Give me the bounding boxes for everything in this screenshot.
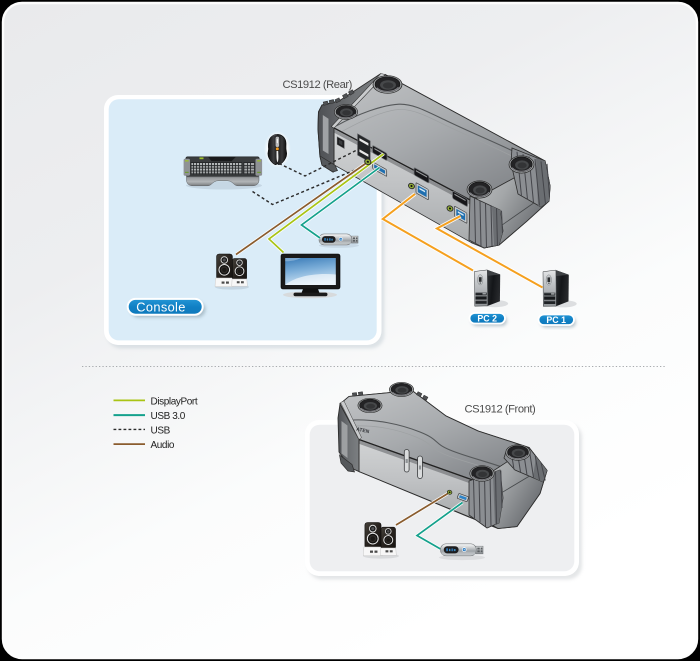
svg-text:DisplayPort: DisplayPort	[151, 397, 198, 408]
svg-text:Audio: Audio	[151, 440, 175, 451]
svg-text:USB 3.0: USB 3.0	[151, 411, 186, 422]
svg-text:USB: USB	[151, 426, 171, 437]
svg-text:ATEN: ATEN	[356, 427, 371, 436]
svg-text:CS1912 (Front): CS1912 (Front)	[465, 404, 537, 416]
svg-text:CS1912 (Rear): CS1912 (Rear)	[283, 79, 353, 91]
svg-text:PC 2: PC 2	[477, 313, 497, 323]
svg-text:Console: Console	[136, 300, 185, 315]
svg-text:PC 1: PC 1	[546, 315, 566, 325]
